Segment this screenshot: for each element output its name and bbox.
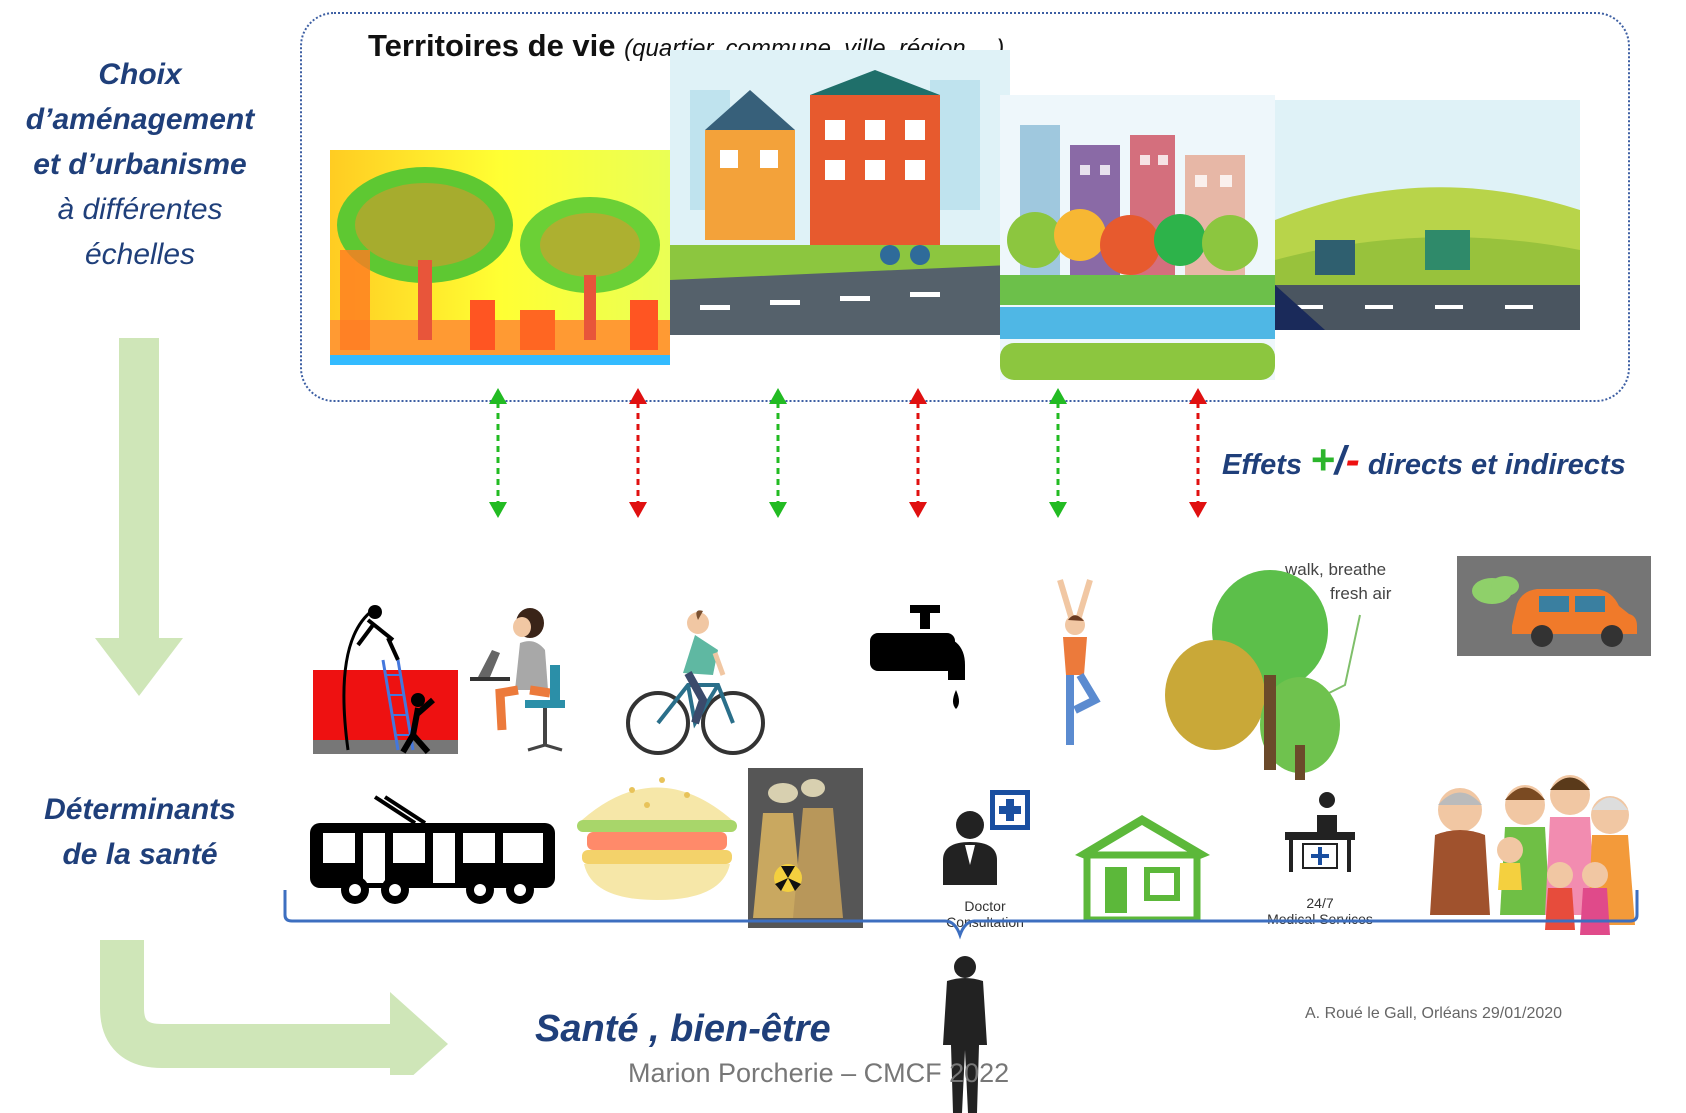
- medical-services-icon: [1275, 790, 1365, 875]
- planning-label-line-5: échelles: [84, 238, 196, 271]
- effect-arrow-2: [629, 388, 647, 518]
- effects-minus: -: [1345, 436, 1360, 483]
- green-city-image: [1000, 95, 1275, 380]
- nuclear-plant-icon: [748, 768, 863, 928]
- right-arrow-icon: [100, 940, 448, 1075]
- medical-caption: 24/7 Medical Services: [1255, 895, 1385, 927]
- effects-label: Effets +/- directs et indirects: [1222, 436, 1626, 484]
- territoires-box: [300, 12, 1630, 402]
- burger-icon: [572, 760, 742, 910]
- effects-prefix: Effets: [1222, 449, 1303, 481]
- determinants-label: Déterminants de la santé: [0, 787, 280, 877]
- water-tap-icon: [870, 605, 980, 730]
- trees-icon: walk, breathe fresh air: [1160, 555, 1435, 785]
- family-icon: [1420, 765, 1640, 945]
- car-pollution-icon: [1457, 556, 1651, 656]
- footer-author: Marion Porcherie – CMCF 2022: [628, 1058, 1010, 1088]
- person-icon: [943, 956, 987, 1113]
- tree-caption-line-1: walk, breathe: [1284, 560, 1386, 579]
- planning-label-line-2: d’aménagement: [25, 103, 255, 136]
- effects-arrows: [489, 388, 1207, 518]
- countryside-image: [1275, 100, 1580, 330]
- outcome-label: Santé , bien-être: [535, 1008, 831, 1050]
- effect-arrow-4: [909, 388, 927, 518]
- determinants-label-line-1: Déterminants: [44, 793, 236, 826]
- effects-suffix: directs et indirects: [1367, 449, 1626, 481]
- planning-label: Choix d’aménagement et d’urbanisme à dif…: [0, 52, 280, 277]
- cyclist-icon: [623, 605, 768, 765]
- trolleybus-icon: [305, 795, 560, 905]
- effect-arrow-5: [1049, 388, 1067, 518]
- doctor-icon: [935, 790, 1030, 890]
- pole-vault-icon: [313, 600, 458, 760]
- doctor-caption-line-1: Doctor: [964, 898, 1006, 914]
- determinants-label-line-2: de la santé: [62, 838, 218, 871]
- effects-plus: +: [1310, 436, 1335, 483]
- effect-arrow-3: [769, 388, 787, 518]
- planning-label-line-1: Choix: [98, 58, 182, 91]
- down-arrow-icon: [95, 338, 183, 696]
- town-square-image: [670, 50, 1010, 335]
- tree-caption-line-2: fresh air: [1330, 584, 1392, 603]
- effect-arrow-1: [489, 388, 507, 518]
- credit-text: A. Roué le Gall, Orléans 29/01/2020: [1305, 1005, 1563, 1022]
- planning-label-line-3: et d’urbanisme: [33, 148, 247, 181]
- heat-trees-image: [330, 150, 670, 365]
- yoga-icon: [1040, 575, 1110, 750]
- medical-caption-line-2: Medical Services: [1267, 911, 1373, 927]
- laptop-worker-icon: [470, 605, 585, 770]
- planning-label-line-4: à différentes: [57, 193, 223, 226]
- medical-caption-line-1: 24/7: [1306, 895, 1334, 911]
- territoires-title-main: Territoires de vie: [368, 28, 616, 63]
- determinants-bracket: [283, 890, 1639, 940]
- effect-arrow-6: [1189, 388, 1207, 518]
- effects-slash: /: [1334, 439, 1346, 483]
